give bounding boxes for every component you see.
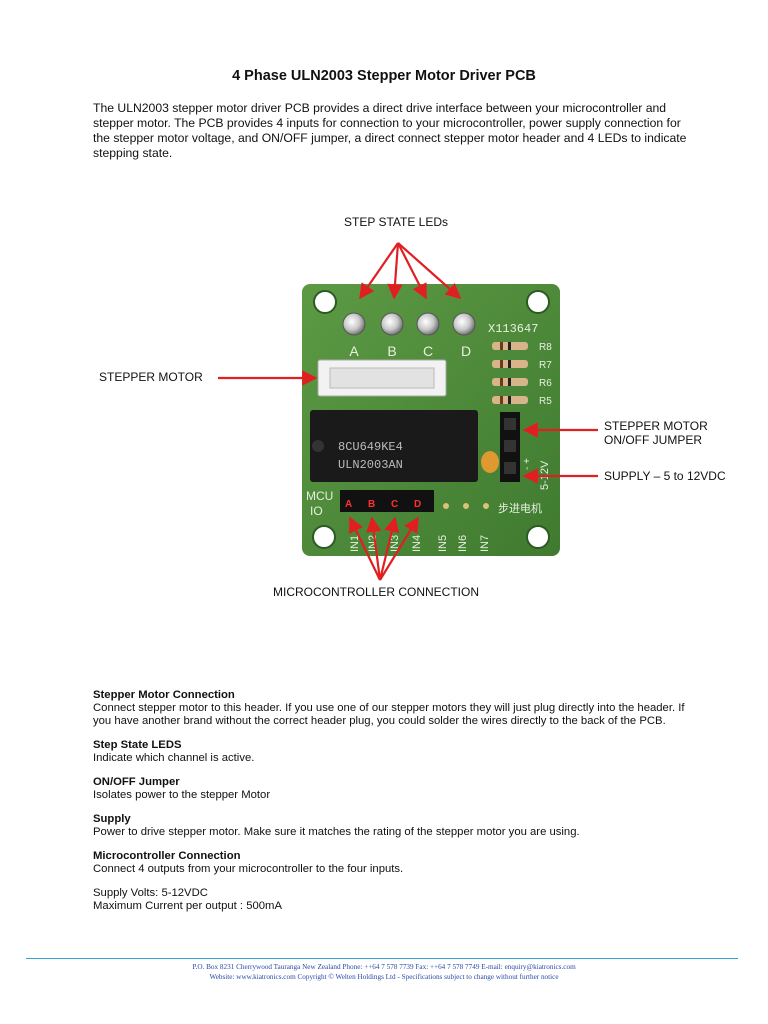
callout-jumper-line1: STEPPER MOTOR — [604, 419, 708, 433]
led-label-d: D — [461, 343, 471, 359]
mcu-input-header — [340, 490, 434, 512]
led-label-a: A — [349, 343, 359, 359]
section-stepper-motor-connection: Stepper Motor Connection Connect stepper… — [93, 689, 693, 728]
mounting-hole — [313, 290, 337, 314]
resistor-label-r7: R7 — [539, 360, 552, 371]
led-b — [380, 312, 404, 336]
section-on-off-jumper: ON/OFF Jumper Isolates power to the step… — [93, 776, 693, 802]
section-body: Isolates power to the stepper Motor — [93, 789, 271, 801]
chip-marking-line2: ULN2003AN — [338, 458, 403, 472]
section-heading: Supply — [93, 813, 131, 825]
footer: P.O. Box 8231 Cherrywood Tauranga New Ze… — [0, 962, 768, 982]
callout-step-state-leds: STEP STATE LEDs — [344, 215, 449, 229]
section-body: Connect 4 outputs from your microcontrol… — [93, 863, 404, 875]
section-heading: Microcontroller Connection — [93, 850, 241, 862]
mounting-hole — [526, 290, 550, 314]
specifications: Supply Volts: 5-12VDC Maximum Current pe… — [93, 887, 693, 913]
footer-contact: P.O. Box 8231 Cherrywood Tauranga New Ze… — [192, 963, 576, 971]
in6-label: IN6 — [457, 535, 469, 552]
input-pin-b: B — [368, 499, 375, 510]
intro-paragraph: The ULN2003 stepper motor driver PCB pro… — [93, 101, 687, 160]
mounting-hole — [312, 525, 336, 549]
in2-label: IN2 — [367, 535, 379, 552]
callout-jumper-line2: ON/OFF JUMPER — [604, 433, 702, 447]
page-title: 4 Phase ULN2003 Stepper Motor Driver PCB — [232, 68, 536, 84]
section-body: Connect stepper motor to this header. If… — [93, 702, 685, 727]
spec-supply-volts: Supply Volts: 5-12VDC — [93, 887, 208, 899]
section-step-state-leds: Step State LEDS Indicate which channel i… — [93, 739, 693, 765]
mounting-hole — [526, 525, 550, 549]
callout-stepper-motor: STEPPER MOTOR — [99, 370, 203, 384]
led-c — [416, 312, 440, 336]
led-label-b: B — [387, 343, 396, 359]
section-heading: Stepper Motor Connection — [93, 689, 235, 701]
input-pin-a: A — [345, 499, 352, 510]
section-body: Power to drive stepper motor. Make sure … — [93, 826, 580, 838]
callout-supply: SUPPLY – 5 to 12VDC — [604, 469, 726, 483]
resistor-array — [492, 342, 528, 404]
in7-label: IN7 — [479, 535, 491, 552]
chip-marking-line1: 8CU649KE4 — [338, 440, 403, 454]
resistor-label-r5: R5 — [539, 396, 552, 407]
led-label-c: C — [423, 343, 433, 359]
mcu-marking: MCU — [306, 489, 333, 503]
section-body: Indicate which channel is active. — [93, 752, 255, 764]
led-a — [342, 312, 366, 336]
resistor-label-r6: R6 — [539, 378, 552, 389]
input-pin-c: C — [391, 499, 398, 510]
section-microcontroller-connection: Microcontroller Connection Connect 4 out… — [93, 850, 693, 876]
callout-arrows — [218, 242, 598, 581]
chinese-marking: 步进电机 — [498, 501, 542, 515]
in3-label: IN3 — [389, 535, 401, 552]
section-heading: ON/OFF Jumper — [93, 776, 180, 788]
led-d — [452, 312, 476, 336]
io-marking: IO — [310, 504, 323, 518]
spec-max-current: Maximum Current per output : 500mA — [93, 900, 282, 912]
section-heading: Step State LEDS — [93, 739, 182, 751]
input-pin-d: D — [414, 499, 421, 510]
supply-pm-marking: - + — [522, 458, 533, 470]
description-sections: Stepper Motor Connection Connect stepper… — [93, 689, 693, 913]
in5-label: IN5 — [437, 535, 449, 552]
in4-label: IN4 — [411, 535, 423, 552]
capacitor — [481, 451, 499, 473]
callout-microcontroller-connection: MICROCONTROLLER CONNECTION — [273, 585, 480, 599]
uln2003-chip — [310, 410, 478, 482]
in1-label: IN1 — [349, 535, 361, 552]
footer-divider — [26, 958, 738, 959]
section-supply: Supply Power to drive stepper motor. Mak… — [93, 813, 693, 839]
resistor-label-r8: R8 — [539, 342, 552, 353]
part-number: X113647 — [488, 322, 538, 336]
footer-copyright: Website: www.kiatronics.com Copyright © … — [209, 973, 559, 981]
